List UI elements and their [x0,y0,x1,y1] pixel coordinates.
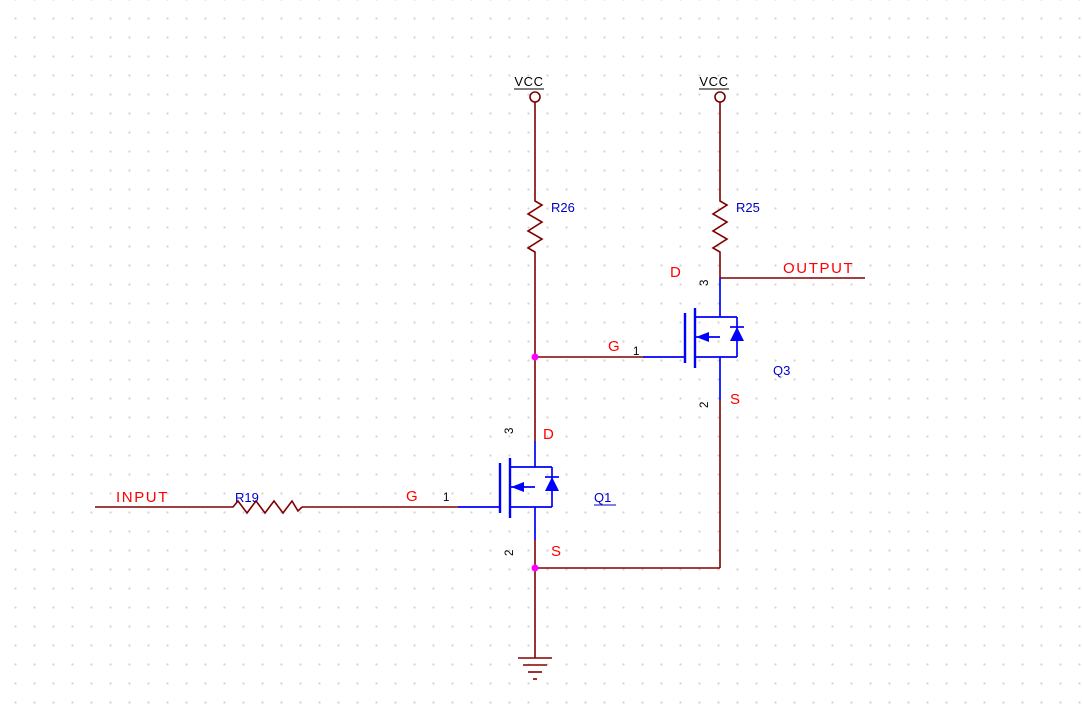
transistor-designator[interactable]: Q3 [773,363,790,378]
q1-gate-pin-name: G [406,488,418,505]
q3-body-diode-icon [730,327,744,341]
transistor-q1[interactable]: G 1 D 3 S 2 Q1 [406,426,616,560]
junction-dot [531,353,539,361]
q1-source-pin-number: 2 [504,550,516,556]
resistor-r19[interactable]: R19 [228,490,303,515]
transistor-q3[interactable]: G 1 D 3 S 2 Q3 [608,264,790,408]
q3-source-pin-name: S [730,391,740,408]
net-label-output[interactable]: OUTPUT [783,260,854,277]
q1-body-arrow-icon [511,482,524,492]
power-circle-icon [714,91,726,103]
wires [95,102,865,658]
q3-drain-pin-name: D [670,264,681,281]
q3-source-pin-number: 2 [699,402,711,408]
q1-drain-pin-name: D [543,426,554,443]
q1-drain-pin-number: 3 [504,428,516,434]
power-circle-icon [529,91,541,103]
power-label: VCC [699,74,728,89]
ground-symbol[interactable] [518,657,552,680]
net-label-input[interactable]: INPUT [116,489,169,506]
resistor-designator[interactable]: R26 [551,200,575,215]
q3-body-arrow-icon [696,332,709,342]
q3-gate-pin-name: G [608,338,620,355]
q3-gate-pin-number: 1 [633,346,639,358]
power-label: VCC [514,74,543,89]
transistor-designator[interactable]: Q1 [594,490,611,505]
q1-body-diode-icon [545,477,559,491]
resistor-r26[interactable]: R26 [526,196,575,256]
resistor-designator[interactable]: R25 [736,200,760,215]
resistor-zigzag-icon [526,196,544,256]
junction-dot [531,564,539,572]
power-port-vcc-right[interactable]: VCC [699,74,729,103]
resistor-zigzag-icon [228,499,303,515]
q1-source-pin-name: S [551,543,561,560]
resistor-zigzag-icon [711,196,729,256]
power-port-vcc-left[interactable]: VCC [514,74,544,103]
q1-gate-pin-number: 1 [443,492,449,504]
q3-drain-pin-number: 3 [699,280,711,286]
resistor-r25[interactable]: R25 [711,196,760,256]
resistor-designator[interactable]: R19 [235,490,259,505]
